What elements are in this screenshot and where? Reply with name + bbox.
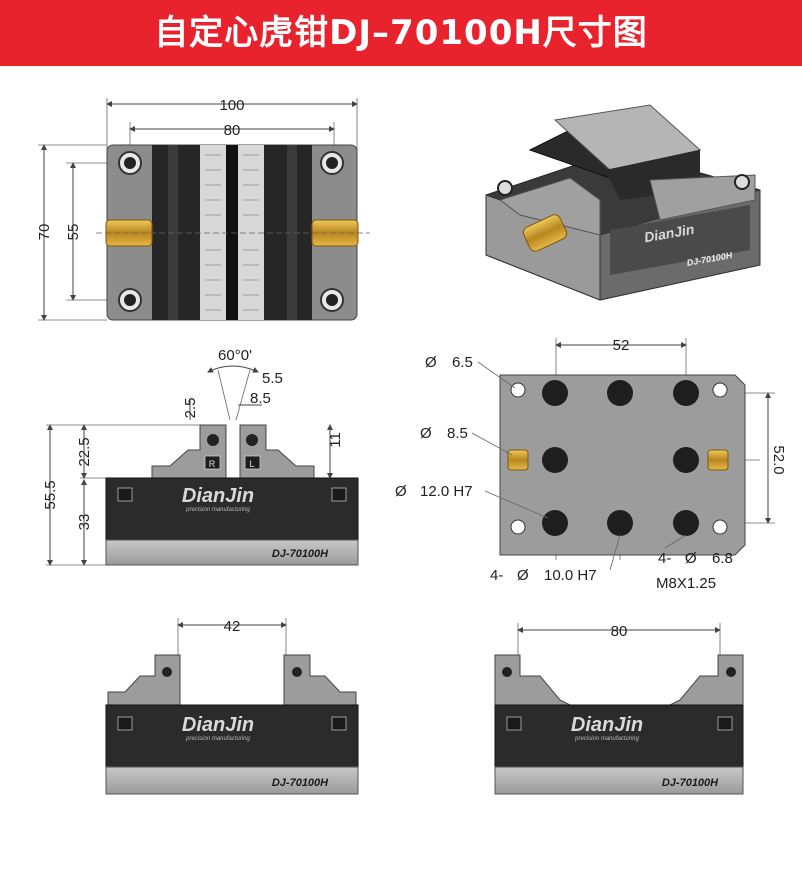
front80-model: DJ-70100H	[662, 777, 719, 789]
dim-top-80: 80	[224, 122, 241, 139]
sym-6-8: Ø	[685, 550, 697, 567]
hole-6-5: 6.5	[452, 354, 473, 371]
top-view: 100 80 70 55	[36, 97, 370, 321]
dim-33: 33	[76, 514, 93, 531]
dim-8-5: 8.5	[250, 390, 271, 407]
side-view: 60°0' 5.5 2.5 8.5 55.5 22.5 33 11 R L Di…	[42, 347, 359, 566]
front-view-80: 80 DianJin precision manufacturing DJ-70…	[494, 623, 744, 795]
dim-5-5: 5.5	[262, 370, 283, 387]
dim-11: 11	[327, 432, 344, 448]
front42-brand: DianJin	[182, 714, 254, 736]
front-view-42: 42 DianJin precision manufacturing DJ-70…	[105, 618, 359, 795]
front42-tagline: precision manufacturing	[185, 736, 250, 742]
dim-52-side: 52.0	[770, 445, 787, 474]
page-title: 自定心虎钳DJ–70100H尺寸图	[154, 13, 648, 53]
front80-tagline: precision manufacturing	[574, 736, 639, 742]
sym-6-5: Ø	[425, 354, 437, 371]
hole-10: 10.0 H7	[544, 567, 597, 584]
hole-12: 12.0 H7	[420, 483, 473, 500]
hole-8-5: 8.5	[447, 425, 468, 442]
title-banner	[0, 0, 802, 66]
mount-hole-icon	[118, 151, 344, 312]
isometric-view: DianJin DJ-70100H	[485, 104, 761, 301]
sym-8-5: Ø	[420, 425, 432, 442]
dim-22-5: 22.5	[76, 437, 93, 466]
dim-80: 80	[611, 623, 628, 640]
hole-10-prefix: 4-	[490, 567, 503, 584]
thread-size: M8X1.25	[656, 575, 716, 592]
tag-r: R	[209, 459, 216, 469]
dim-top-100: 100	[219, 97, 244, 114]
sym-12: Ø	[395, 483, 407, 500]
dim-top-55: 55	[65, 224, 82, 241]
sym-10: Ø	[517, 567, 529, 584]
dim-top-70: 70	[36, 224, 53, 241]
dim-55-5: 55.5	[42, 480, 59, 509]
brass-screw-icon	[522, 214, 568, 252]
dim-42: 42	[224, 618, 241, 635]
tag-l: L	[249, 459, 254, 469]
hole-6-8-prefix: 4-	[658, 550, 671, 567]
front42-model: DJ-70100H	[272, 777, 329, 789]
dim-52-top: 52	[613, 337, 630, 354]
hole-6-8: 6.8	[712, 550, 733, 567]
side-brand: DianJin	[182, 485, 254, 507]
bottom-view: 52 52.0 Ø 6.5 Ø 8.5 Ø 12.0 H7 4- Ø 10.0 …	[395, 337, 787, 592]
dim-angle: 60°0'	[218, 347, 252, 364]
side-tagline: precision manufacturing	[185, 507, 250, 513]
dim-2-5: 2.5	[182, 398, 199, 419]
front80-brand: DianJin	[571, 714, 643, 736]
side-model: DJ-70100H	[272, 548, 329, 560]
